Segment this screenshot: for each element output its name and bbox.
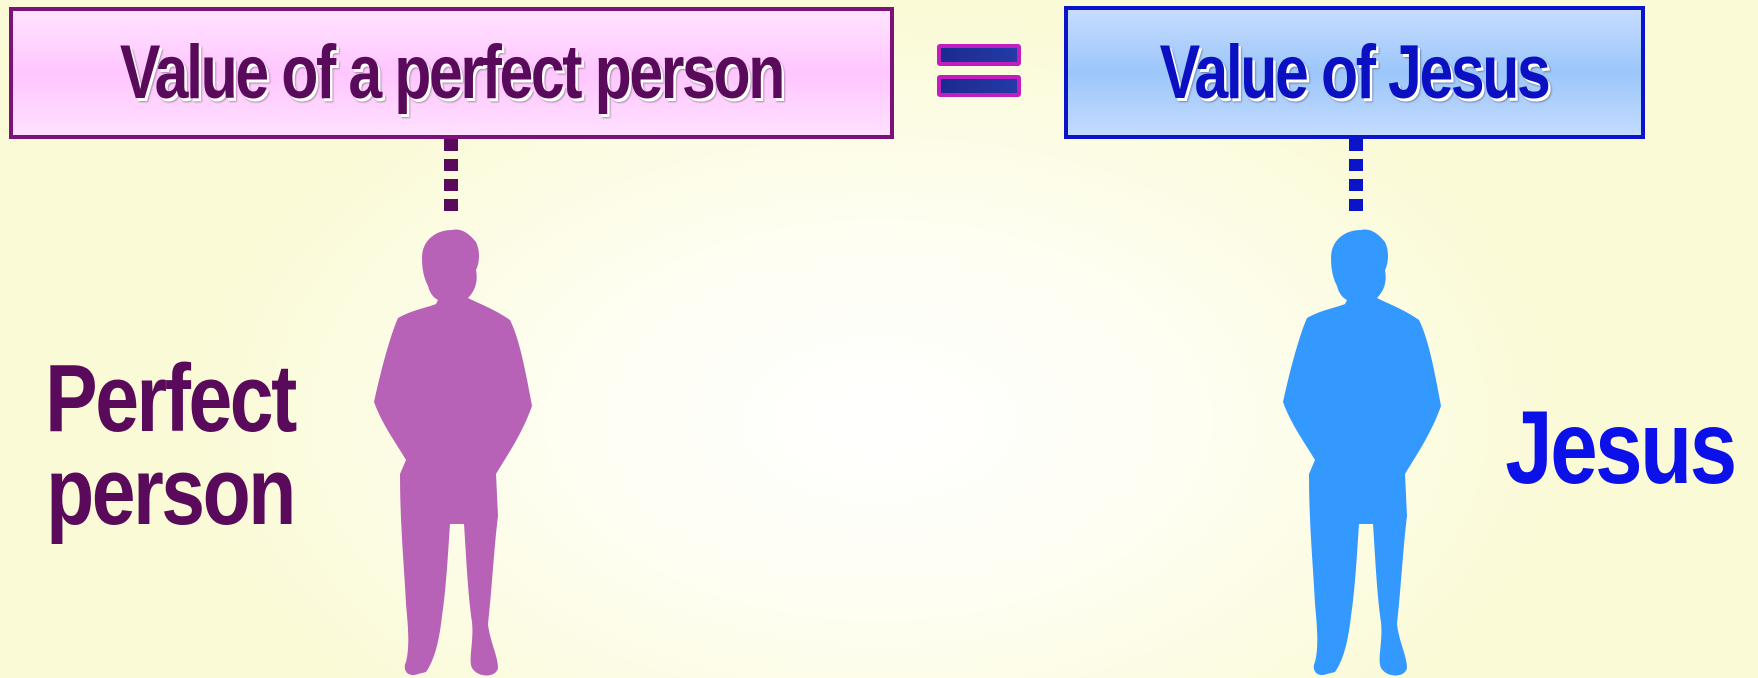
perfect-person-label-line1: Perfect [45,345,297,452]
jesus-silhouette-icon [1283,229,1441,676]
perfect-person-value-box: Value of a perfect person [9,7,894,139]
equals-bar-top [937,44,1021,66]
left-dotted-connector [444,139,458,219]
jesus-label: Jesus [1505,390,1737,506]
perfect-person-label: Perfect person [31,345,310,546]
perfect-person-silhouette-icon [374,229,532,676]
perfect-person-silhouette-shape [374,229,532,676]
perfect-person-label-line2: person [46,438,296,546]
jesus-silhouette-shape [1283,229,1441,676]
perfect-person-value-title: Value of a perfect person [119,30,785,115]
jesus-value-box: Value of Jesus [1064,6,1645,139]
right-dotted-connector [1349,139,1363,219]
equals-bar-bottom [937,75,1021,97]
jesus-value-title: Value of Jesus [1160,29,1551,115]
